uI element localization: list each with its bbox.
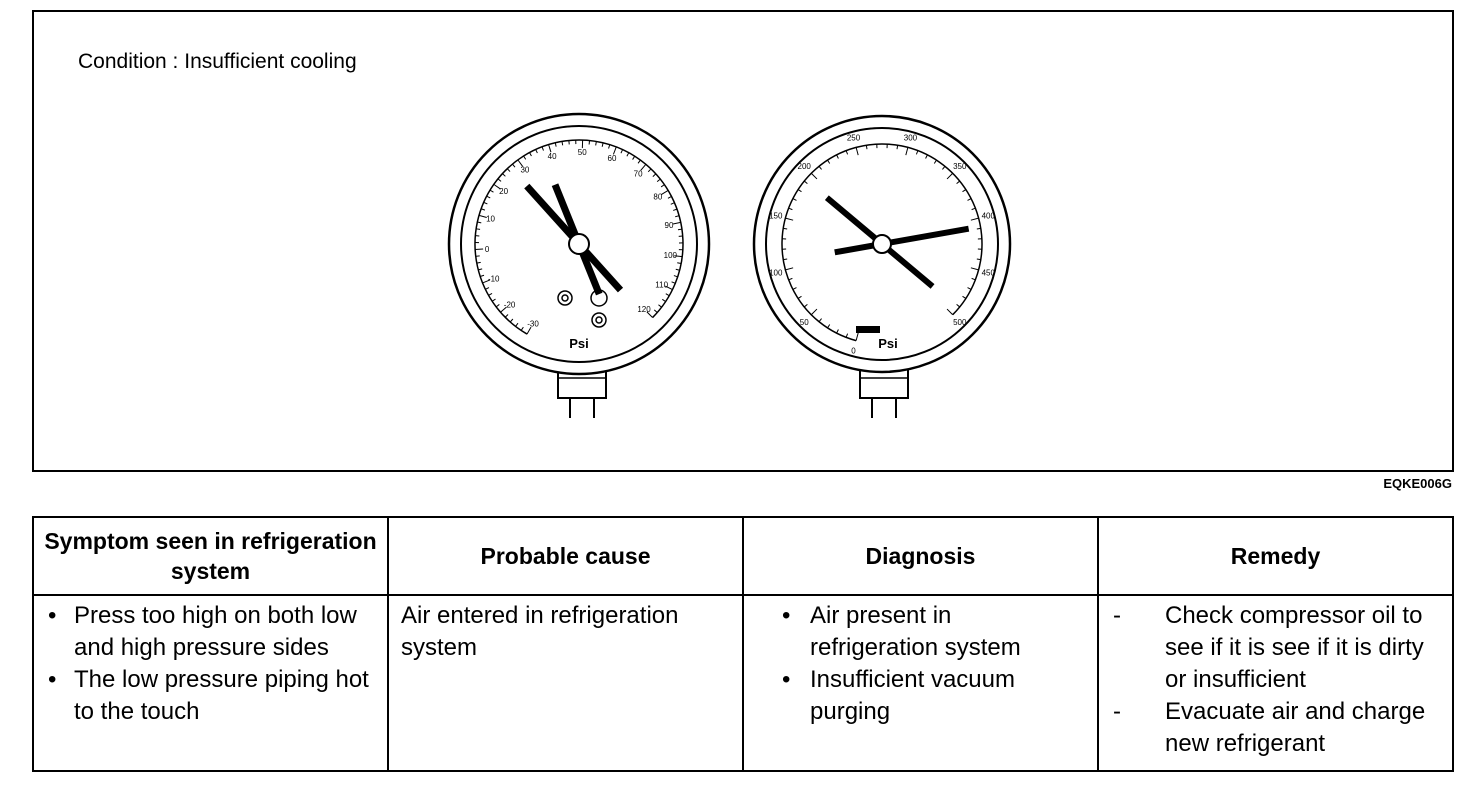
- gauge-illustration: -30 -20 -10 0 10 20 30 40 50 60 70 80 90 100 110 120 Ps…: [447, 112, 1012, 418]
- figure-frame: Condition : Insufficient cooling -30-20-…: [32, 10, 1454, 472]
- low-gauge-tick-label: -10: [488, 274, 500, 283]
- figure-code: EQKE006G: [1383, 476, 1452, 491]
- high-gauge-tick-label: 400: [982, 212, 996, 221]
- low-pressure-gauge: -30 -20 -10 0 10 20 30 40 50 60 70 80 90 100 110 120 Ps…: [447, 112, 711, 418]
- diagnosis-item: Air present in refrigeration system: [756, 600, 1085, 664]
- header-remedy: Remedy: [1097, 516, 1454, 596]
- low-gauge-tick-label: 80: [653, 193, 662, 202]
- low-gauge-tick-label: -30: [527, 320, 539, 329]
- remedy-cell: Check compressor oil to see if it is see…: [1097, 594, 1454, 772]
- low-gauge-tick-label: 110: [655, 280, 668, 289]
- low-gauge-tick-label: 10: [486, 215, 495, 224]
- high-pressure-gauge: 0 50 100 150 200 250 300 350 400 450 500 Psi: [752, 114, 1012, 418]
- high-gauge-unit: Psi: [878, 336, 898, 351]
- remedy-item: Evacuate air and charge new refrigerant: [1111, 696, 1440, 760]
- gauge-needle: [834, 225, 970, 256]
- high-gauge-tick-label: 0: [851, 346, 856, 355]
- low-gauge-tick-label: 20: [499, 187, 508, 196]
- high-gauge-tick-label: 150: [769, 212, 783, 221]
- low-gauge-tick-label: 60: [608, 154, 617, 163]
- low-gauge-tick-label: 40: [548, 152, 557, 161]
- high-gauge-tick-label: 100: [769, 268, 783, 277]
- high-gauge-tick-label: 250: [847, 134, 861, 143]
- symptom-cell: Press too high on both low and high pres…: [32, 594, 389, 772]
- diagnosis-item: Insufficient vacuum purging: [756, 664, 1085, 728]
- condition-label: Condition : Insufficient cooling: [78, 50, 357, 73]
- low-gauge-tick-label: 90: [665, 221, 674, 230]
- header-symptom: Symptom seen in refrigeration system: [32, 516, 389, 596]
- low-gauge-tick-label: 70: [634, 170, 643, 179]
- low-gauge-tick-label: 100: [664, 251, 678, 260]
- low-gauge-tick-label: 50: [578, 148, 587, 157]
- low-gauge-tick-label: 0: [485, 245, 490, 254]
- symptom-item: The low pressure piping hot to the touch: [46, 664, 375, 728]
- low-gauge-unit: Psi: [569, 336, 589, 351]
- high-gauge-tick-label: 50: [800, 318, 809, 327]
- remedy-item: Check compressor oil to see if it is see…: [1111, 600, 1440, 696]
- diagnosis-table: Symptom seen in refrigeration system Pro…: [32, 516, 1454, 772]
- diagnosis-cell: Air present in refrigeration system Insu…: [742, 594, 1099, 772]
- high-gauge-tick-label: 200: [798, 162, 812, 171]
- high-gauge-tick-label: 350: [953, 162, 967, 171]
- table-row: Press too high on both low and high pres…: [32, 594, 1454, 772]
- low-gauge-tick-label: -20: [504, 300, 516, 309]
- header-cause: Probable cause: [387, 516, 744, 596]
- high-gauge-tick-label: 450: [982, 268, 996, 277]
- header-diagnosis: Diagnosis: [742, 516, 1099, 596]
- low-gauge-tick-label: 120: [637, 305, 651, 314]
- low-gauge-tick-label: 30: [520, 166, 529, 175]
- high-gauge-tick-label: 300: [904, 134, 918, 143]
- table-header-row: Symptom seen in refrigeration system Pro…: [32, 516, 1454, 596]
- symptom-item: Press too high on both low and high pres…: [46, 600, 375, 664]
- high-gauge-tick-label: 500: [953, 318, 967, 327]
- cause-cell: Air entered in refrigeration system: [387, 594, 744, 772]
